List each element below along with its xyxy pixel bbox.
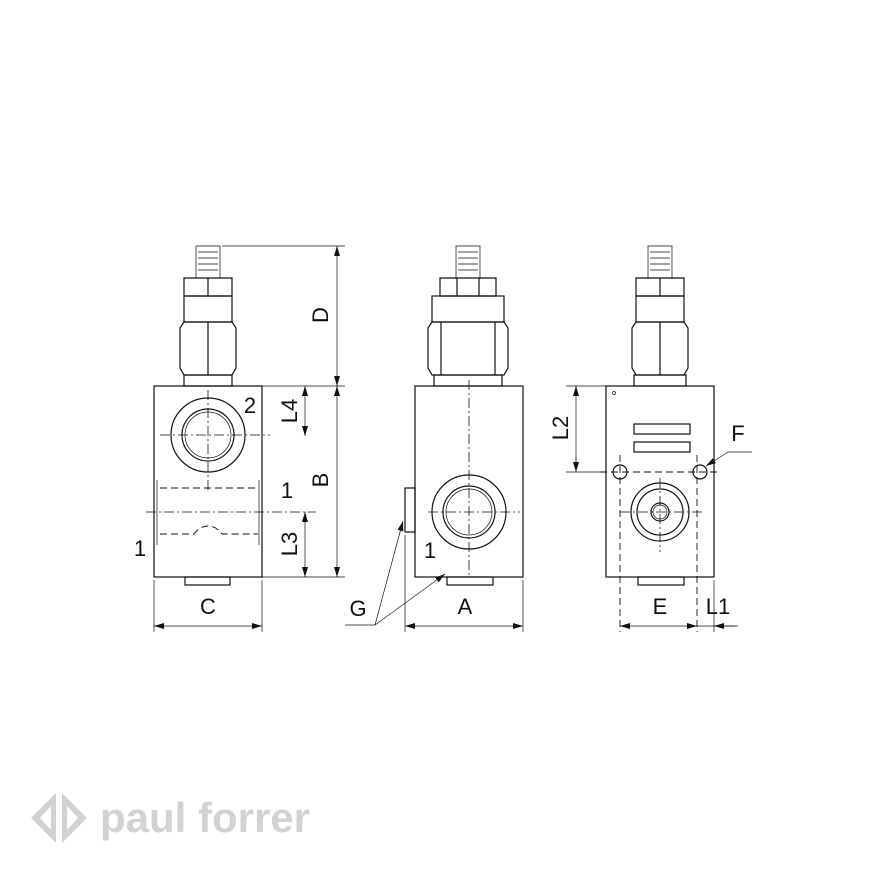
dim-label-f: F	[731, 421, 744, 446]
port-label-1-front: 1	[424, 538, 436, 563]
dim-label-l3: L3	[277, 532, 302, 556]
dim-label-l2: L2	[548, 416, 573, 440]
logo-text: paul forrer	[100, 794, 310, 841]
dim-label-l4: L4	[277, 399, 302, 423]
dim-label-b: B	[308, 473, 333, 488]
dim-label-a: A	[458, 594, 473, 619]
view-side: G A 1	[345, 245, 524, 632]
dim-label-l1: L1	[706, 594, 730, 619]
port-label-2: 2	[244, 393, 256, 418]
view-rear: L2 F E L1	[548, 245, 752, 632]
dim-label-g: G	[349, 596, 366, 621]
port-label-1-left: 1	[134, 536, 146, 561]
dim-label-c: C	[200, 594, 216, 619]
view-front-left: D B L4 L3 C 2 1 1	[134, 245, 345, 632]
dim-label-d: D	[308, 307, 333, 323]
dim-label-e: E	[653, 594, 668, 619]
paul-forrer-logo: paul forrer	[31, 793, 310, 843]
port-label-1-side: 1	[281, 478, 293, 503]
